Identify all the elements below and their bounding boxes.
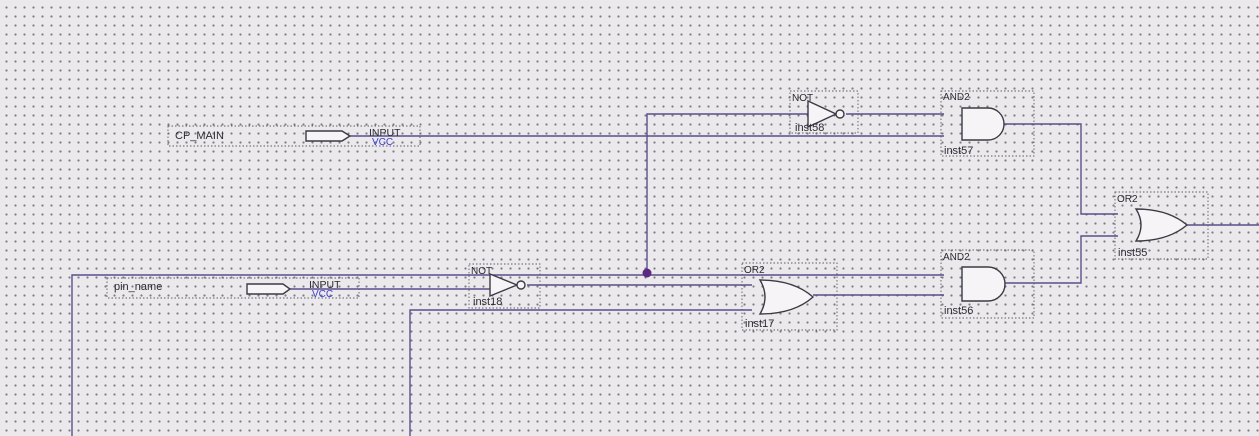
inversion-bubble <box>516 280 526 290</box>
gate-type-label: AND2 <box>943 92 970 103</box>
input-pin-pin-name[interactable]: pin_name INPUT VCC <box>106 277 360 300</box>
or-gate-symbol <box>758 279 815 315</box>
not-gate-symbol <box>489 272 519 298</box>
pin-type-label: INPUT <box>309 279 341 291</box>
gate-type-label: OR2 <box>744 265 765 276</box>
not-gate-symbol <box>807 99 838 129</box>
instance-label: inst57 <box>944 145 973 157</box>
gate-type-label: NOT <box>792 93 813 104</box>
pin-name-label: pin_name <box>114 281 162 293</box>
wire-and57-to-or55[interactable] <box>1004 123 1118 215</box>
or-gate-symbol <box>1134 208 1189 242</box>
instance-label: inst18 <box>473 296 502 308</box>
wire-feedback-top[interactable] <box>71 274 944 436</box>
instance-label: inst17 <box>745 318 774 330</box>
wire-feedback-bottom[interactable] <box>409 309 752 436</box>
pin-default-label: VCC <box>372 137 393 148</box>
inversion-bubble <box>835 109 845 119</box>
instance-label: inst58 <box>795 122 824 134</box>
instance-label: inst56 <box>944 305 973 317</box>
pin-name-label: CP_MAIN <box>175 130 224 142</box>
wire-junction-dot <box>642 268 652 278</box>
gate-and2-inst57[interactable]: AND2 inst57 <box>940 90 1035 157</box>
gate-type-label: AND2 <box>943 252 970 263</box>
gate-type-label: NOT <box>471 266 492 277</box>
gate-type-label: OR2 <box>1117 194 1138 205</box>
gate-not-inst18[interactable]: NOT inst18 <box>468 263 541 309</box>
wire-and56-to-or55[interactable] <box>1004 235 1118 284</box>
gate-and2-inst56[interactable]: AND2 inst56 <box>940 249 1035 319</box>
pin-type-label: INPUT <box>369 127 401 139</box>
wire-junction-to-not58[interactable] <box>646 113 808 273</box>
and-gate-symbol <box>961 266 1006 302</box>
gate-or2-inst55[interactable]: OR2 inst55 <box>1114 191 1209 260</box>
instance-label: inst55 <box>1118 247 1147 259</box>
gate-not-inst58[interactable]: NOT inst58 <box>789 90 859 134</box>
input-pin-symbol <box>305 130 352 142</box>
gate-or2-inst17[interactable]: OR2 inst17 <box>741 262 838 331</box>
input-pin-cp-main[interactable]: CP_MAIN INPUT VCC <box>167 125 421 148</box>
wires <box>71 113 1259 436</box>
pin-default-label: VCC <box>312 289 333 300</box>
and-gate-symbol <box>961 107 1005 141</box>
input-pin-symbol <box>246 283 292 295</box>
